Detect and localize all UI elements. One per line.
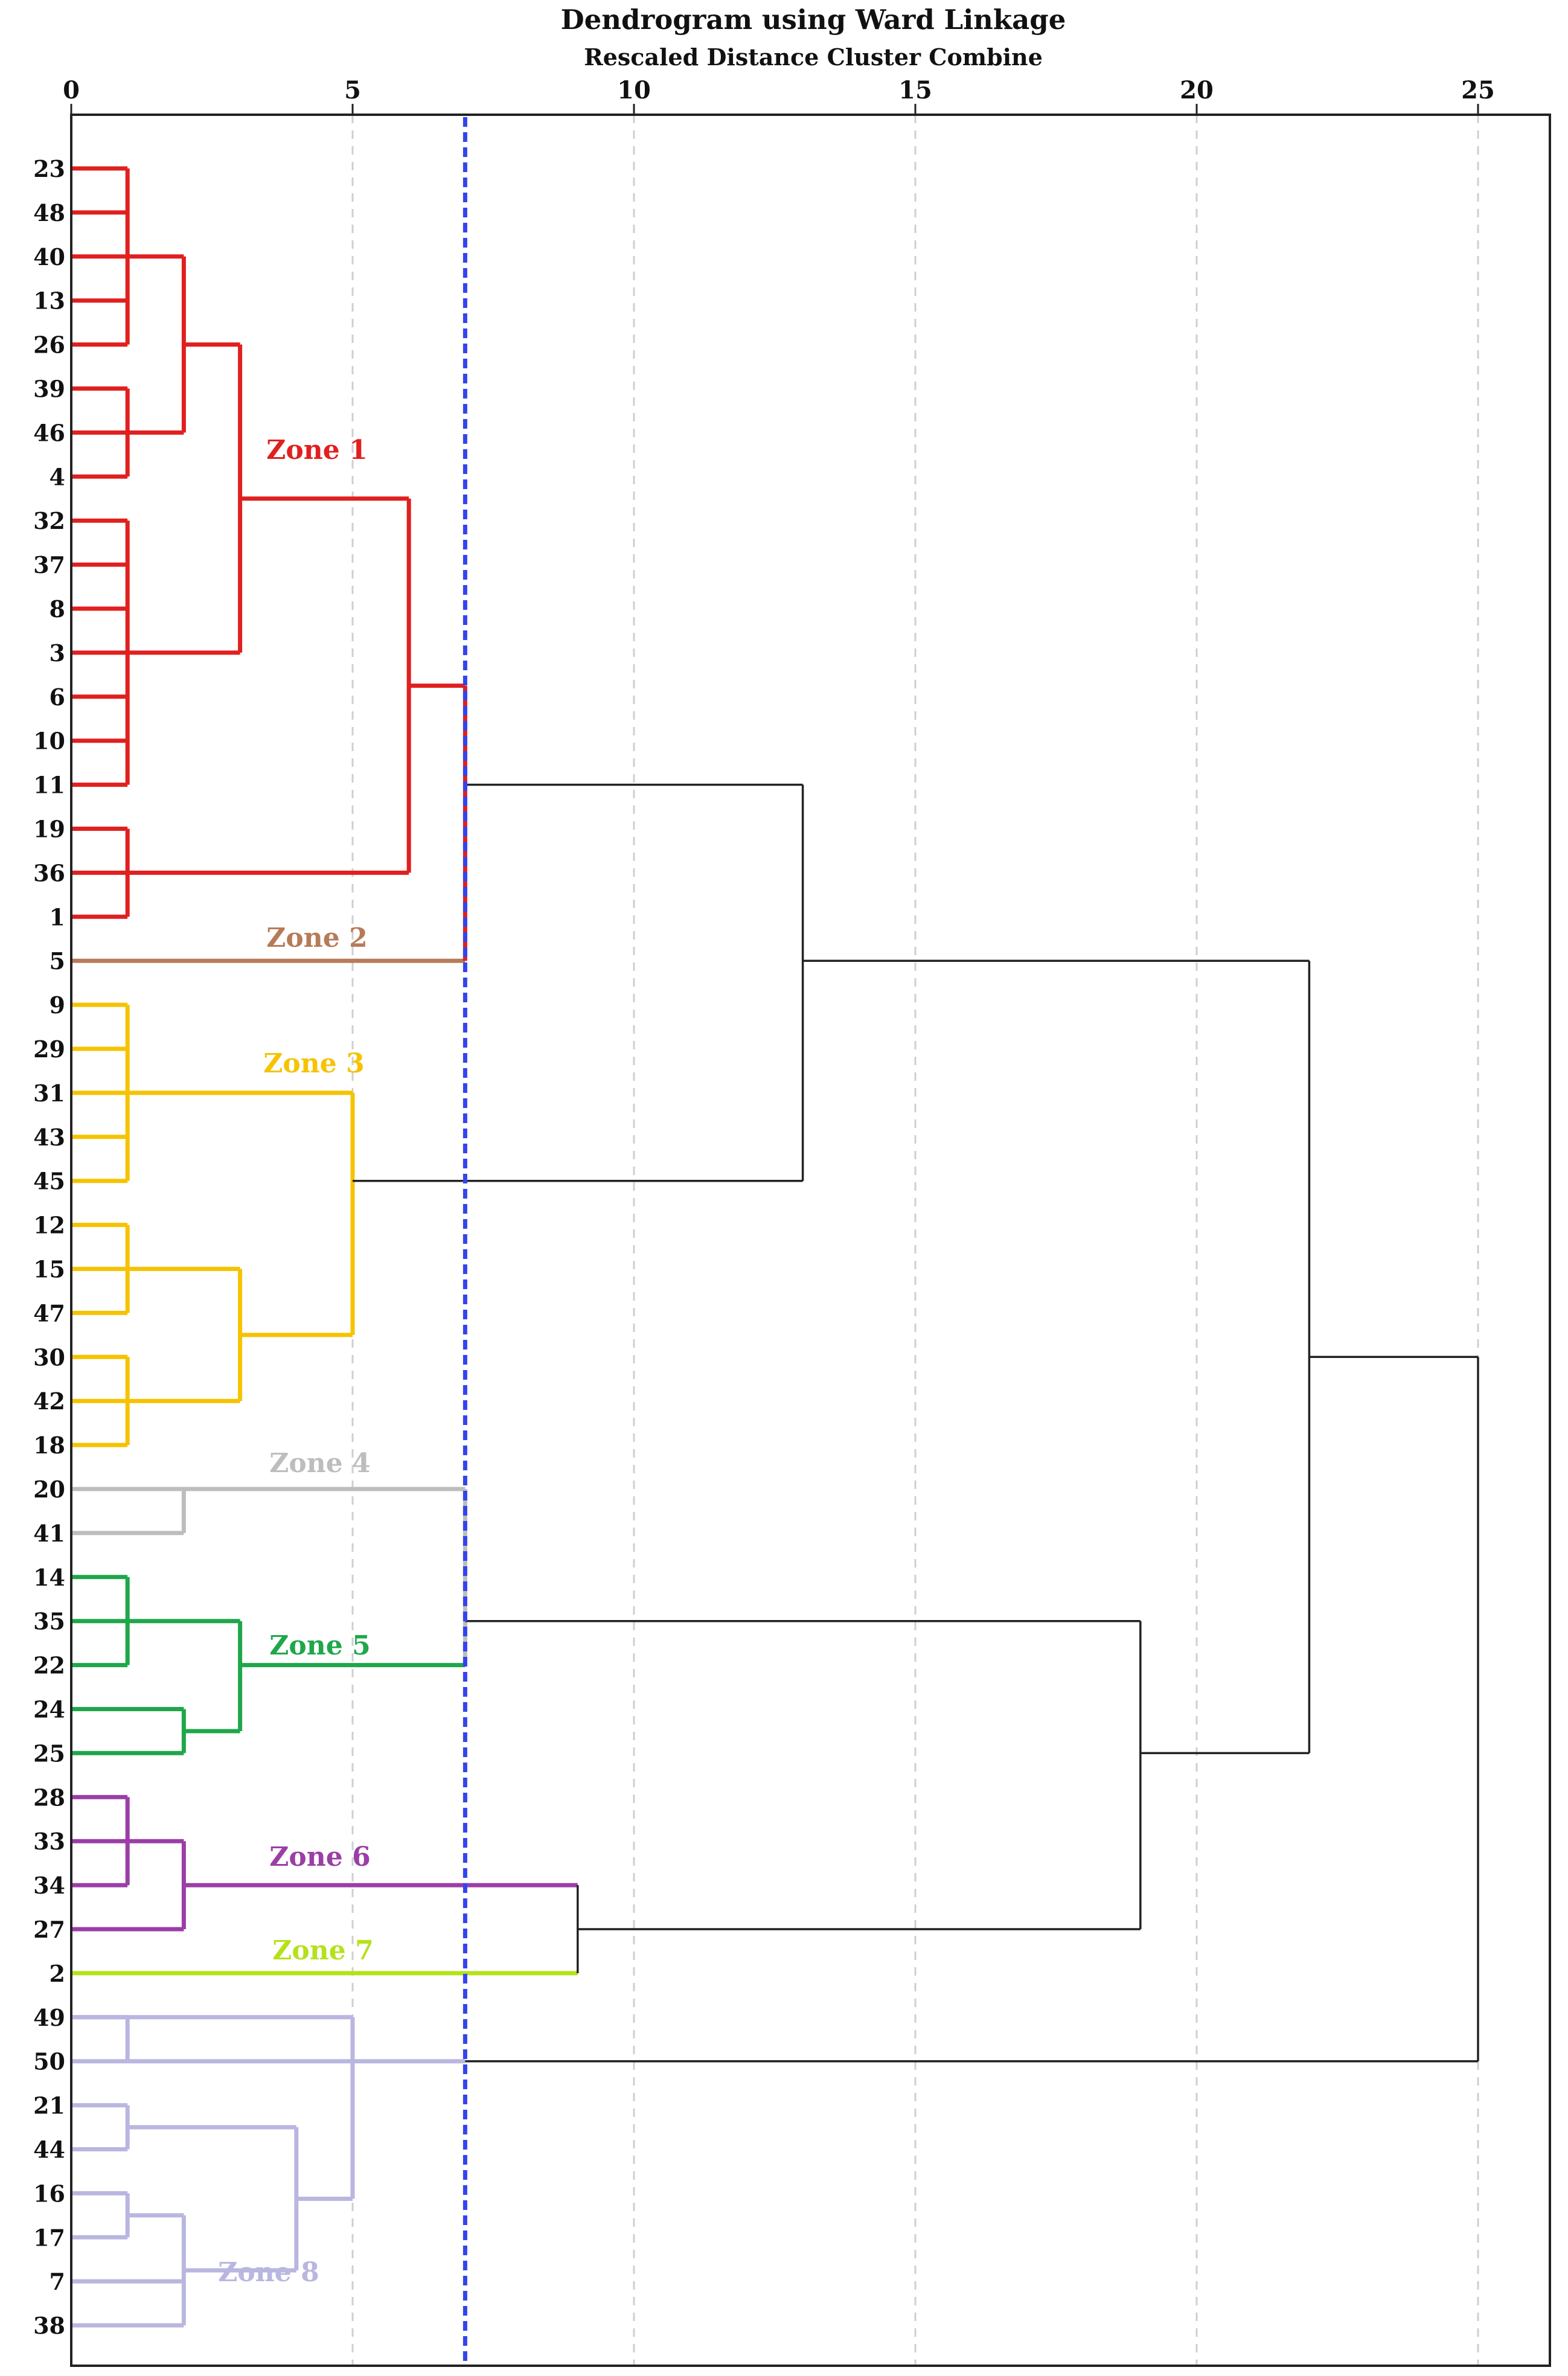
chart-title: Dendrogram using Ward Linkage [561, 4, 1066, 36]
leaf-label: 37 [33, 551, 65, 578]
dendrogram-links [71, 166, 1479, 2328]
plot-frame [70, 114, 1551, 2367]
leaf-label: 15 [33, 1256, 65, 1283]
leaf-label: 9 [50, 991, 65, 1019]
zone-label: Zone 6 [269, 1842, 370, 1872]
x-tick-label: 0 [63, 76, 80, 104]
zone-label: Zone 8 [218, 2257, 319, 2288]
leaf-label: 38 [33, 2312, 65, 2339]
leaf-label: 22 [33, 1652, 65, 1679]
zone-label: Zone 1 [266, 435, 367, 466]
leaf-label: 19 [33, 816, 65, 843]
leaf-label: 18 [33, 1432, 65, 1459]
leaf-label: 31 [33, 1080, 65, 1107]
x-tick-label: 20 [1180, 76, 1214, 104]
leaf-label: 5 [50, 947, 65, 975]
chart-subtitle: Rescaled Distance Cluster Combine [584, 43, 1043, 71]
leaf-label: 33 [33, 1828, 65, 1855]
leaf-label: 35 [33, 1608, 65, 1635]
leaf-label: 13 [33, 287, 65, 315]
leaf-label: 23 [33, 155, 65, 182]
zone-label: Zone 4 [269, 1448, 370, 1479]
leaf-label: 17 [33, 2224, 65, 2251]
leaf-label: 28 [33, 1784, 65, 1811]
leaf-label: 50 [33, 2048, 65, 2075]
leaf-label: 26 [33, 331, 65, 359]
leaf-label: 20 [33, 1476, 65, 1503]
leaf-label: 34 [33, 1872, 65, 1899]
x-tick-label: 10 [617, 76, 651, 104]
leaf-label: 7 [50, 2268, 65, 2295]
leaf-label: 4 [50, 463, 65, 490]
leaf-label: 2 [50, 1960, 65, 1987]
leaf-labels: 2348401326394643237836101119361592931434… [33, 155, 65, 2339]
leaf-label: 49 [33, 2004, 65, 2031]
zone-label: Zone 2 [266, 923, 367, 953]
zone-label: Zone 7 [272, 1935, 373, 1966]
leaf-label: 39 [33, 376, 65, 403]
leaf-label: 40 [33, 243, 65, 271]
leaf-label: 21 [33, 2092, 65, 2119]
zone-label: Zone 3 [263, 1048, 364, 1079]
leaf-label: 12 [33, 1212, 65, 1239]
x-tick-label: 25 [1461, 76, 1495, 104]
leaf-label: 3 [50, 639, 65, 667]
leaf-label: 14 [33, 1564, 65, 1591]
zone-label: Zone 5 [269, 1630, 370, 1661]
leaf-label: 27 [33, 1916, 65, 1943]
leaf-label: 41 [33, 1520, 65, 1547]
leaf-label: 42 [33, 1388, 65, 1415]
leaf-label: 44 [33, 2136, 65, 2163]
leaf-label: 6 [50, 684, 65, 711]
leaf-label: 25 [33, 1740, 65, 1767]
leaf-label: 30 [33, 1343, 65, 1371]
x-tick-label: 5 [344, 76, 361, 104]
leaf-label: 16 [33, 2180, 65, 2207]
leaf-label: 10 [33, 728, 65, 755]
leaf-label: 29 [33, 1036, 65, 1063]
leaf-label: 8 [50, 595, 65, 623]
leaf-label: 32 [33, 507, 65, 534]
zone-labels: Zone 1 Zone 2 Zone 3 Zone 4 Zone 5 Zone 6 Zone… [218, 435, 373, 2288]
leaf-label: 24 [33, 1696, 65, 1723]
x-axis-ticks: 0 5 10 15 20 25 [63, 76, 1495, 115]
leaf-label: 36 [33, 859, 65, 886]
x-tick-label: 15 [898, 76, 932, 104]
leaf-label: 1 [50, 903, 65, 930]
leaf-label: 45 [33, 1168, 65, 1195]
leaf-label: 43 [33, 1124, 65, 1151]
leaf-label: 46 [33, 419, 65, 446]
leaf-label: 48 [33, 199, 65, 226]
leaf-label: 47 [33, 1299, 65, 1327]
leaf-label: 11 [33, 772, 65, 799]
